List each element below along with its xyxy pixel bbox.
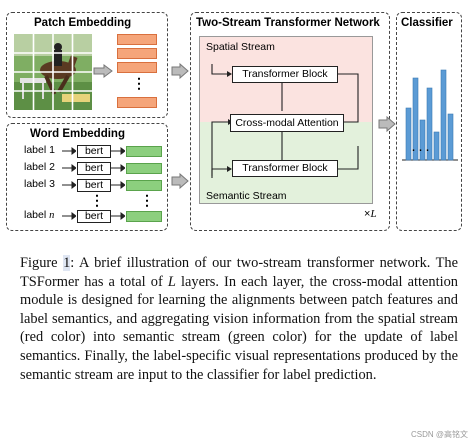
transformer-block-semantic: Transformer Block [232,160,338,177]
word-embedding-panel [6,123,168,231]
patch-token [117,48,157,59]
caption-text-b: layers. In each layer, the cross-modal a… [20,273,459,383]
transformer-title: Two-Stream Transformer Network [196,17,380,29]
spatial-stream-label: Spatial Stream [206,41,275,53]
patch-embedding-panel [6,12,168,118]
times-symbol: × [364,208,371,220]
bert-box: bert [77,145,111,158]
caption-text-a: : A brief illustration of our two-stream… [20,255,458,290]
patch-token [117,34,157,45]
classifier-ellipsis: ··· [411,141,432,158]
cross-modal-attention-block: Cross-modal Attention [230,114,344,132]
classifier-panel [396,12,462,231]
semantic-stream-label: Semantic Stream [206,190,287,202]
times-var: L [370,208,377,220]
transformer-to-classifier-arrow [378,116,396,132]
figure-label: Figure [20,255,58,271]
label-n-text: label n [24,209,54,221]
word-token [126,163,162,174]
patch-token-ellipsis: ⋮ [132,75,146,91]
patch-token [117,62,157,73]
stream-frame [199,36,373,204]
classifier-title: Classifier [401,17,453,29]
figure-number: 1 [63,255,71,271]
word-token [126,146,162,157]
label-n-var: n [49,210,55,221]
layers-multiplier: ×L [364,208,377,220]
patch-to-transformer-arrow [171,63,189,79]
watermark: CSDN @高铭文 [410,430,468,439]
patch-embedding-title: Patch Embedding [34,17,132,29]
word-token [126,180,162,191]
word-token-ellipsis: ⋮ [140,192,154,208]
label-1-text: label 1 [24,144,55,156]
bert-to-token-arrows [111,147,125,220]
classifier-bars [402,69,458,161]
bert-box: bert [77,210,111,223]
bert-box: bert [77,162,111,175]
label-n-word: label [24,209,47,221]
bert-ellipsis: ⋮ [90,192,104,208]
patch-token [117,97,157,108]
input-image [14,34,92,110]
label-to-bert-arrows [62,147,76,220]
word-token [126,211,162,222]
label-2-text: label 2 [24,161,55,173]
word-embedding-title: Word Embedding [30,128,125,140]
label-3-text: label 3 [24,178,55,190]
figure-caption: Figure 1: A brief illustration of our tw… [20,254,458,384]
bert-box: bert [77,179,111,192]
word-to-transformer-arrow [171,173,189,189]
image-to-patch-arrow [93,64,113,78]
transformer-block-spatial: Transformer Block [232,66,338,83]
caption-var-l: L [167,273,176,290]
